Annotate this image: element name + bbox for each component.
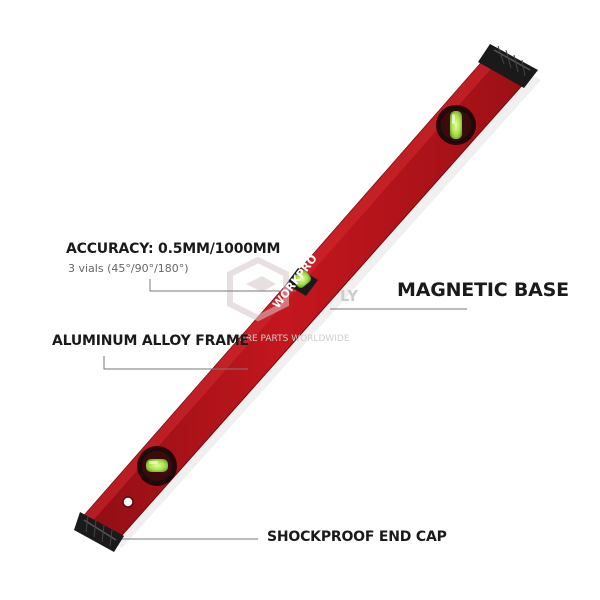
- end-cap-callout: SHOCKPROOF END CAP: [267, 529, 447, 545]
- vial-45: [137, 446, 177, 486]
- watermark-name: LY: [340, 287, 359, 305]
- vial-90: [286, 268, 318, 296]
- accuracy-leader: [149, 279, 296, 292]
- vials-callout: 3 vials (45°/90°/180°): [68, 262, 189, 275]
- watermark-tagline: SPARE PARTS WORLDWIDE: [229, 334, 350, 344]
- frame-leader: [103, 356, 248, 370]
- hanging-hole: [122, 496, 134, 508]
- watermark-logo: [227, 256, 289, 322]
- top-end-cap: [478, 44, 538, 88]
- aluminum-frame-callout: ALUMINUM ALLOY FRAME: [52, 333, 249, 349]
- vial-180: [436, 105, 476, 145]
- bottom-end-cap: [74, 512, 124, 552]
- callout-lines: [103, 279, 467, 540]
- accuracy-callout: ACCURACY: 0.5MM/1000MM: [66, 241, 281, 257]
- magnetic-base-callout: MAGNETIC BASE: [397, 279, 569, 301]
